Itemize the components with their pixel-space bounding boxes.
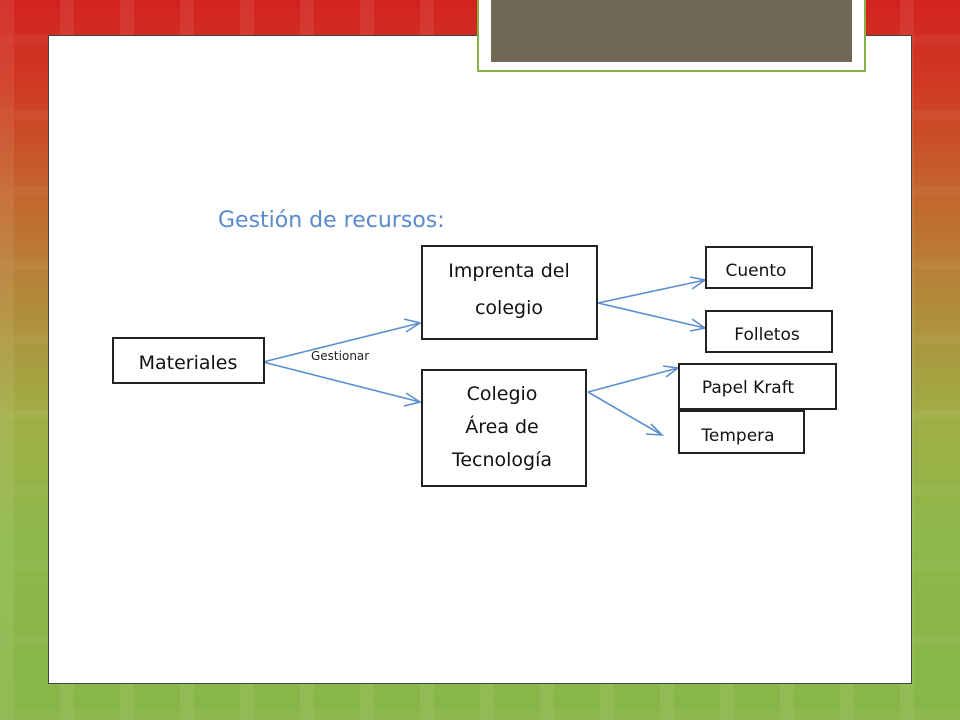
node-tempera-label: Tempera <box>700 426 774 446</box>
node-materiales-label: Materiales <box>139 352 238 374</box>
node-folletos-label: Folletos <box>734 325 800 345</box>
edge-label-gestionar: Gestionar <box>311 349 369 363</box>
arrowhead-colegio <box>403 392 422 407</box>
title-placeholder-block <box>491 0 852 62</box>
edge-materiales-imprenta <box>262 322 421 363</box>
edge-imprenta-cuento <box>597 279 706 304</box>
node-imprenta: Imprenta del colegio <box>421 245 598 340</box>
node-cuento-label: Cuento <box>726 261 787 281</box>
node-colegio-label-line1: Colegio <box>467 383 538 405</box>
node-tempera: Tempera <box>678 410 805 454</box>
node-colegio-label-line2: Área de <box>465 415 539 438</box>
edge-colegio-tempera <box>587 391 663 436</box>
node-colegio-label-line3: Tecnología <box>451 449 552 471</box>
node-papel-kraft-label: Papel Kraft <box>702 378 795 398</box>
node-imprenta-label-line2: colegio <box>475 297 543 319</box>
node-imprenta-label-line1: Imprenta del <box>448 260 569 282</box>
edge-materiales-colegio <box>262 361 421 403</box>
edge-imprenta-folletos <box>597 302 706 329</box>
edge-colegio-papel <box>587 367 679 393</box>
node-cuento: Cuento <box>705 246 813 289</box>
node-folletos: Folletos <box>705 310 833 353</box>
node-materiales: Materiales <box>112 337 265 384</box>
arrowhead-imprenta <box>403 318 422 333</box>
node-papel-kraft: Papel Kraft <box>678 363 837 410</box>
title-placeholder-frame <box>477 0 866 72</box>
diagram-title: Gestión de recursos: <box>218 208 445 233</box>
arrowhead-tempera <box>645 423 665 436</box>
node-colegio: Colegio Área de Tecnología <box>421 369 587 487</box>
